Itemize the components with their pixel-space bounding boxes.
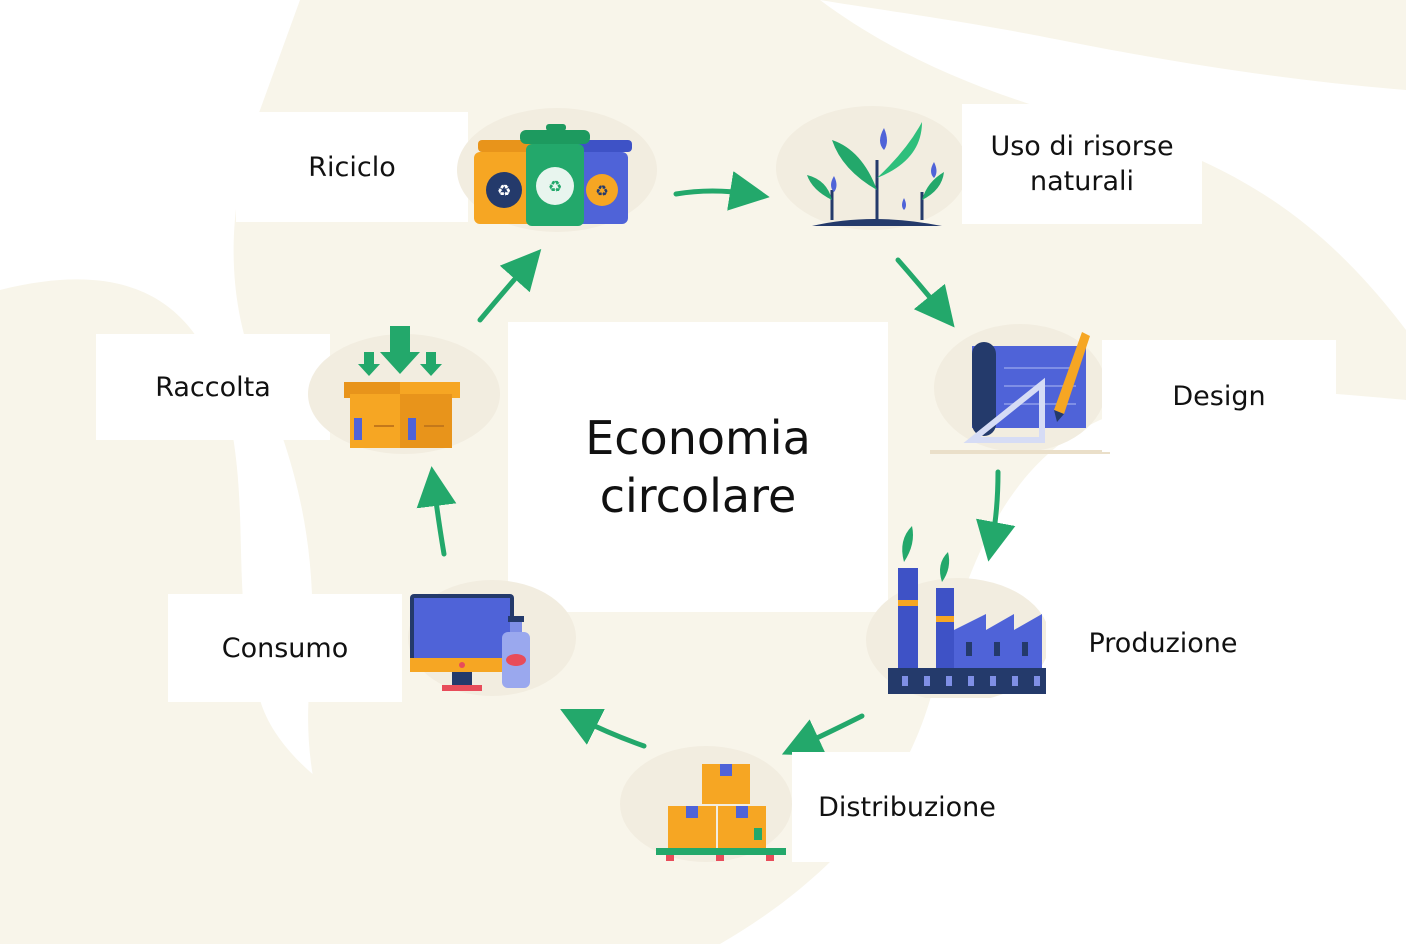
computer-bottle-icon: [408, 580, 576, 696]
svg-text:♻: ♻: [497, 181, 511, 200]
arrow-design-to-produzione: [976, 469, 1016, 562]
step-label-raccolta: Raccolta: [96, 334, 330, 440]
arrow-distribuzione-to-consumo: [560, 709, 647, 749]
arrow-risorse-to-design: [895, 257, 955, 328]
arrow-raccolta-to-riciclo: [477, 249, 542, 323]
step-label-consumo: Consumo: [168, 594, 402, 702]
blueprint-pencil-icon: [930, 324, 1110, 454]
step-label-risorse: Uso di risorse naturali: [962, 104, 1202, 224]
step-label-produzione: Produzione: [1046, 588, 1280, 698]
arrow-consumo-to-raccolta: [416, 466, 457, 557]
arrow-riciclo-to-risorse: [673, 171, 770, 211]
boxes-pallet-icon: [620, 746, 792, 862]
recycling-bins-icon: ♻ ♻ ♻: [457, 108, 657, 232]
center-title-box: Economia circolare: [508, 322, 888, 612]
center-title-line1: Economia: [585, 411, 811, 465]
background-blob: [0, 279, 620, 944]
plants-water-icon: [776, 106, 968, 230]
collection-box-arrows-icon: [308, 326, 500, 454]
arrow-produzione-to-distribuzione: [781, 713, 865, 756]
background-blob: [820, 0, 1406, 90]
svg-text:♻: ♻: [548, 177, 562, 196]
step-label-distribuzione: Distribuzione: [792, 752, 1022, 862]
step-label-design: Design: [1102, 340, 1336, 452]
step-label-riciclo: Riciclo: [236, 112, 468, 222]
svg-text:♻: ♻: [595, 182, 608, 200]
factory-icon: [866, 526, 1050, 698]
center-title-line2: circolare: [599, 469, 797, 523]
